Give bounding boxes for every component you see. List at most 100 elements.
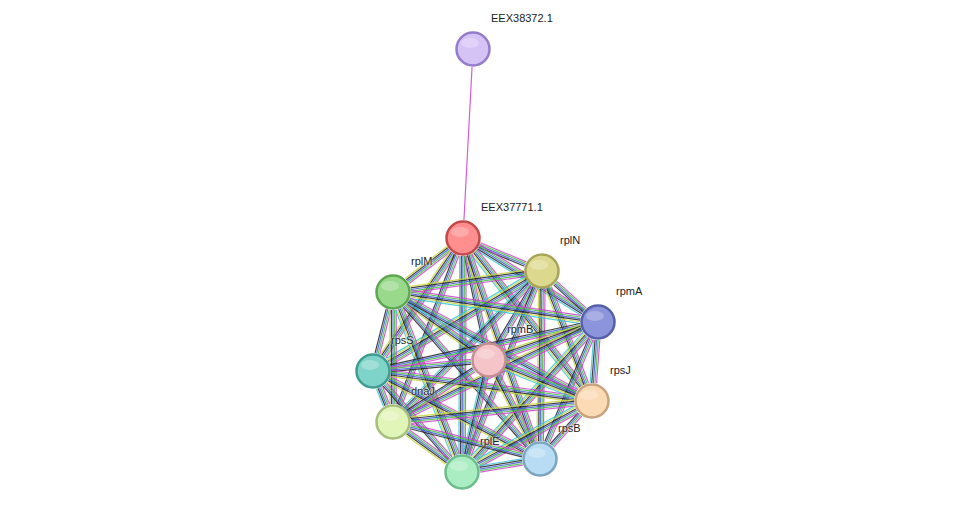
evidence-strand [505,367,575,395]
node-circle [455,31,491,67]
node-circle [375,404,411,440]
protein-label: rpmB [507,323,533,335]
node-highlight [451,227,469,237]
node-body [377,276,410,309]
protein-node: dnaJ [375,404,411,440]
node-highlight [530,260,548,270]
evidence-strand [411,401,574,418]
interaction-edge [464,67,472,220]
node-highlight [450,461,468,471]
protein-node: rpsB [522,441,558,477]
node-body [576,385,609,418]
interaction-edge [471,333,589,462]
interaction-edge [504,363,577,398]
interaction-edge [377,387,390,407]
evidence-strand [394,310,395,404]
evidence-strand [411,292,580,317]
protein-label: rpsJ [610,364,631,376]
node-circle [355,353,391,389]
evidence-strand [479,459,521,466]
node-circle [444,454,480,490]
interaction-edge [406,300,476,352]
interaction-edge [375,309,391,354]
evidence-strand [377,309,388,353]
protein-label: rplM [411,255,432,267]
node-highlight [381,281,399,291]
interaction-edge [410,424,523,457]
node-body [357,355,390,388]
evidence-strand [409,431,449,460]
node-body [526,255,559,288]
evidence-strand [380,388,387,405]
interaction-edge [590,340,600,384]
node-circle [524,253,560,289]
node-highlight [528,448,546,458]
node-circle [471,342,507,378]
protein-node: rpmA [580,304,616,340]
protein-node: rplE [444,454,480,490]
evidence-strand [391,364,471,372]
evidence-strand [408,369,474,411]
evidence-strand [408,433,448,462]
node-circle [580,304,616,340]
evidence-strand [480,462,522,469]
node-circle [522,441,558,477]
evidence-strand [507,363,577,391]
node-circle [375,274,411,310]
node-body [446,456,479,489]
node-highlight [477,349,495,359]
evidence-strand [410,270,523,286]
evidence-strand [556,283,585,310]
interaction-edge [554,281,587,311]
node-highlight [580,390,598,400]
protein-label: EEX38372.1 [491,12,553,24]
evidence-strand [409,372,475,414]
protein-node: EEX38372.1 [455,31,491,67]
protein-node: rplN [524,253,560,289]
protein-node: rpsS [355,353,391,389]
protein-label: rpmA [616,285,642,297]
interaction-edge [407,368,475,415]
evidence-strand [409,430,449,459]
interaction-edge [479,459,523,472]
evidence-strand [505,369,575,397]
interaction-edge [405,246,450,283]
node-body [582,306,615,339]
evidence-strand [411,272,524,288]
evidence-strand [406,435,446,464]
interaction-edge [406,430,450,464]
protein-label: rplE [480,435,500,447]
evidence-strand [378,388,385,405]
evidence-strand [507,364,577,392]
evidence-strand [411,295,580,320]
evidence-strand [411,424,523,452]
protein-node: rpsJ [574,383,610,419]
node-body [473,344,506,377]
evidence-strand [504,370,574,398]
protein-node: EEX37771.1 [445,220,481,256]
evidence-strand [479,460,521,467]
protein-node: rplM [375,274,411,310]
node-body [447,222,480,255]
node-highlight [461,38,479,48]
evidence-strand [377,389,384,406]
evidence-strand [407,368,473,410]
node-highlight [586,311,604,321]
evidence-strand [506,366,576,394]
evidence-strand [375,309,386,353]
node-body [457,33,490,66]
node-body [524,443,557,476]
evidence-strand [411,400,574,417]
evidence-strand [411,403,574,420]
protein-node: rpmB [471,342,507,378]
protein-label: rpsB [558,422,581,434]
protein-label: dnaJ [411,385,435,397]
protein-label: rpsS [391,334,414,346]
evidence-strand [407,434,447,463]
node-highlight [361,360,379,370]
evidence-strand [411,294,580,319]
evidence-strand [464,67,472,220]
node-circle [574,383,610,419]
protein-label: EEX37771.1 [481,201,543,213]
